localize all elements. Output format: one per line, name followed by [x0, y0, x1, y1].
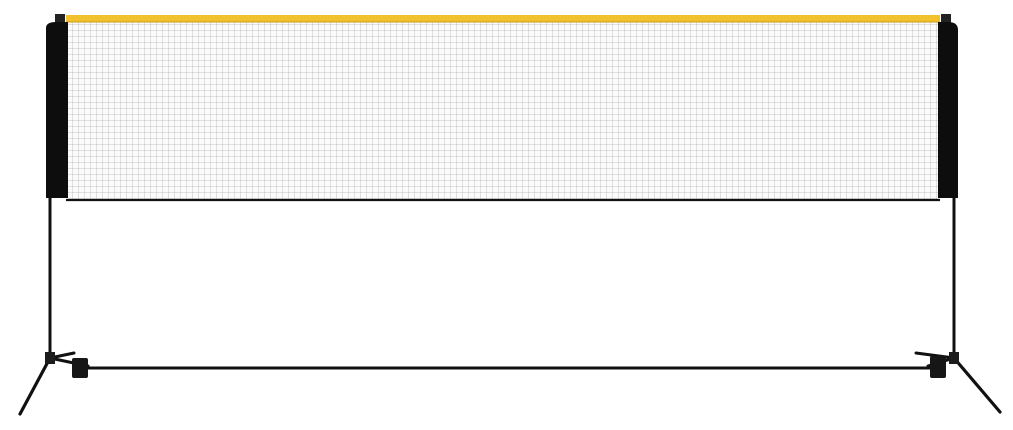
net-top-tape — [66, 15, 940, 22]
left-pole-cap — [55, 14, 65, 24]
right-foot — [914, 351, 1002, 414]
left-side-sleeve — [46, 22, 68, 198]
net-mesh — [68, 21, 938, 200]
left-foot — [18, 351, 90, 416]
right-side-sleeve — [938, 22, 958, 198]
right-pole-cap — [941, 14, 951, 24]
